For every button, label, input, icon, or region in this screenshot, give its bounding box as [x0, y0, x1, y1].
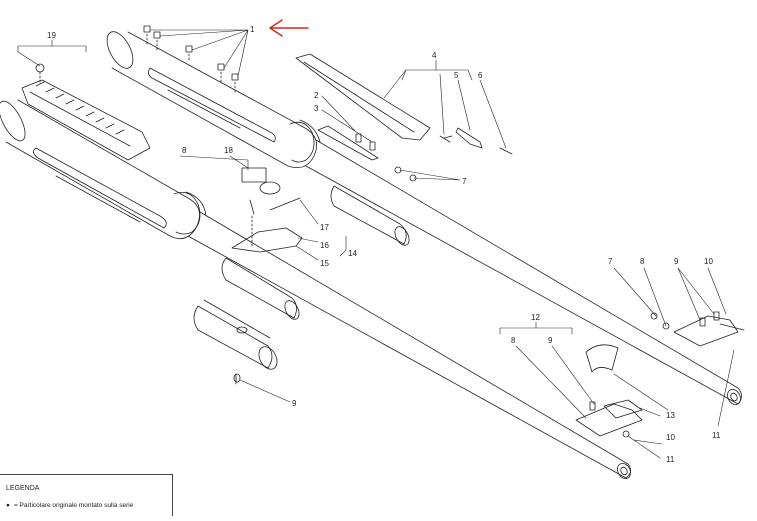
- callout-15: 15: [320, 259, 329, 268]
- callout-8-bottom: 8: [511, 336, 516, 345]
- barrel-lower: [0, 99, 631, 480]
- callout-9-right: 9: [674, 257, 679, 266]
- callout-4: 4: [432, 51, 437, 60]
- callout-3: 3: [314, 104, 319, 113]
- callout-12: 12: [531, 313, 540, 322]
- legend-entry-text: Particolare originale montato sulla seri…: [19, 502, 134, 509]
- right-mount-parts: [575, 311, 745, 438]
- callout-7-top: 7: [462, 177, 467, 186]
- callout-9-front: 9: [292, 399, 297, 408]
- callout-16: 16: [320, 241, 329, 250]
- callout-10-bottom: 10: [666, 433, 675, 442]
- legend-separator: =: [13, 502, 18, 509]
- barrel-upper: [106, 31, 742, 406]
- callout-17: 17: [320, 223, 329, 232]
- callout-2: 2: [314, 91, 319, 100]
- legend-title: LEGENDA: [6, 485, 40, 492]
- callout-9-bottom: 9: [548, 336, 553, 345]
- callout-13: 13: [666, 411, 675, 420]
- callout-1: 1: [250, 25, 255, 34]
- callout-7-right: 7: [608, 257, 613, 266]
- callout-18: 18: [224, 146, 233, 155]
- callout-labels: 1 2 3 4 5 6 7 7 8 8 8 9 9 9 10 10 11 11 …: [47, 25, 721, 464]
- screws-set-1: [143, 25, 239, 93]
- callout-6: 6: [478, 71, 483, 80]
- callout-8-mid: 8: [182, 146, 187, 155]
- picatinny-rail: [21, 63, 151, 161]
- legend-box: LEGENDA ●= Particolare originale montato…: [0, 474, 173, 516]
- red-highlight-arrow: [269, 19, 309, 37]
- callout-11-bottom: 11: [666, 455, 675, 464]
- legend-entry: ●= Particolare originale montato sulla s…: [6, 502, 133, 509]
- callout-8-right: 8: [640, 257, 645, 266]
- callout-5: 5: [454, 71, 459, 80]
- leader-lines: [17, 29, 735, 459]
- callout-10-right: 10: [704, 257, 713, 266]
- mid-mount-parts: [231, 167, 303, 253]
- callout-14: 14: [348, 249, 357, 258]
- callout-19: 19: [47, 31, 56, 40]
- legend-bullet-icon: ●: [6, 502, 10, 509]
- callout-11-right: 11: [712, 431, 721, 440]
- sleeve-parts: [193, 185, 619, 385]
